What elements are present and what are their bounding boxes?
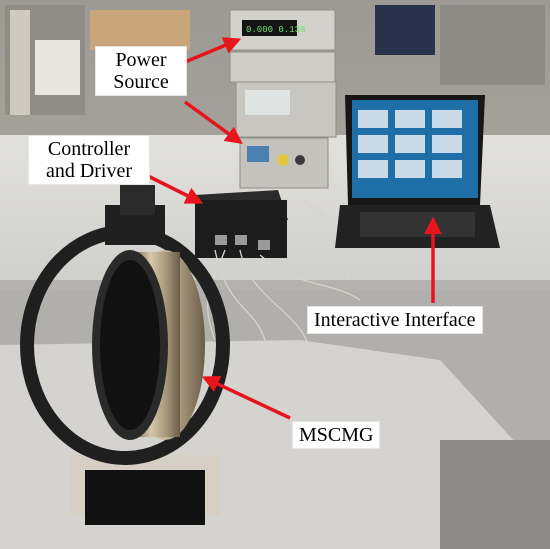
arrow-controller: [147, 174, 204, 204]
laptop: [335, 95, 500, 248]
controller-line1: Controller: [47, 138, 131, 160]
arrow-power-top: [184, 37, 242, 64]
office-chair: [375, 5, 435, 55]
cardboard-box: [90, 10, 190, 50]
power-source-line1: Power: [115, 49, 167, 71]
top-supply-display: 0.000 0.138: [246, 25, 305, 35]
power-supply-stack: 0.000 0.138: [229, 9, 337, 189]
power-source-line2: Source: [113, 71, 169, 93]
arrow-power-bottom: [183, 100, 243, 145]
mscmg-device: [20, 185, 230, 525]
interactive-interface-label: Interactive Interface: [307, 306, 483, 334]
power-source-label: Power Source: [95, 46, 187, 96]
controller-line2: and Driver: [45, 160, 133, 182]
controller-box: [195, 190, 288, 258]
mscmg-label: MSCMG: [292, 421, 381, 449]
controller-label: Controller and Driver: [28, 135, 150, 185]
annotation-arrows: [147, 37, 442, 420]
arrow-mscmg: [201, 376, 291, 420]
